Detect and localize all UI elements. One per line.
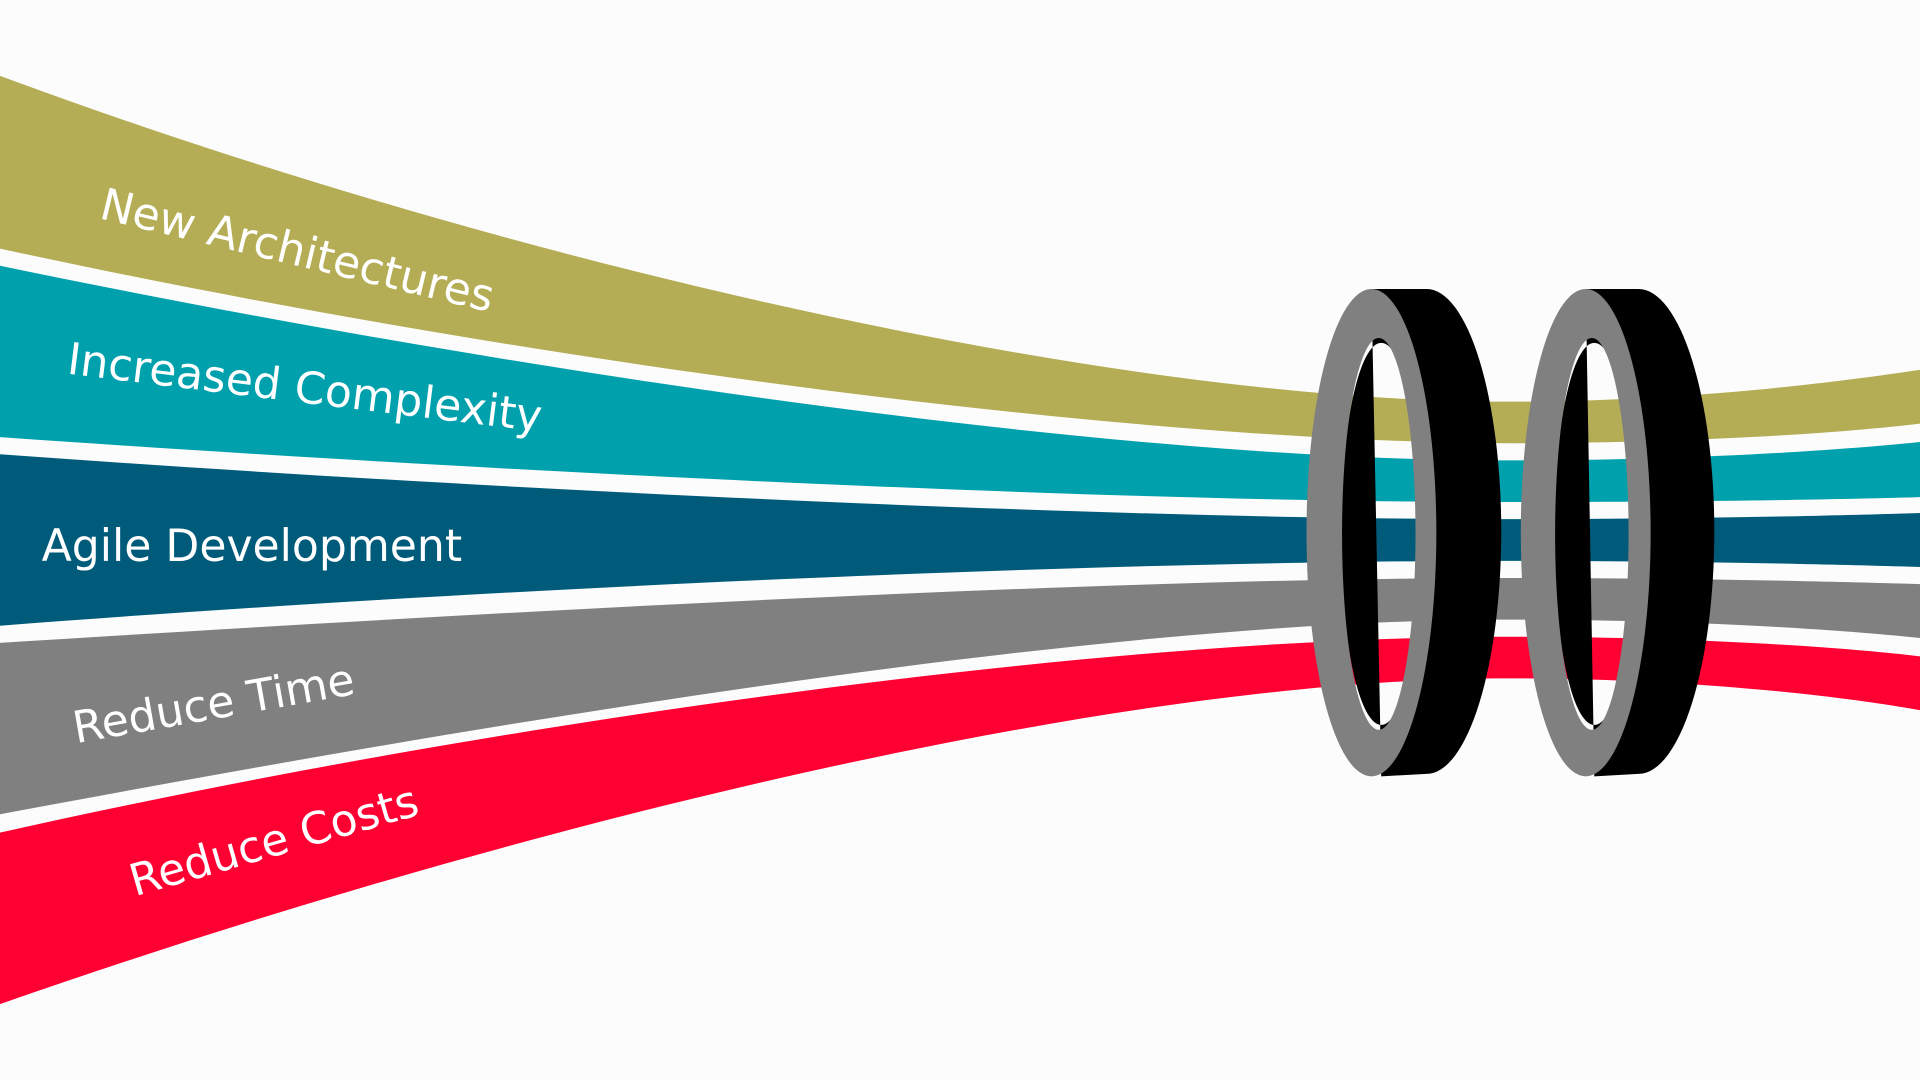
ring-2-front [1520,288,1651,777]
ring-1 [1306,288,1502,777]
band-new-architectures [0,75,1920,444]
ring-1-back [1340,288,1502,777]
ring-1-front [1306,288,1437,777]
bands [0,75,1920,1005]
label-agile-development: Agile Development [42,521,462,572]
ring-2 [1520,288,1715,777]
ring-2-back [1553,288,1715,777]
band-reduce-time [0,577,1920,815]
band-increased-complexity [0,265,1920,503]
band-agile-development [0,454,1920,626]
band-reduce-costs [0,636,1920,1005]
